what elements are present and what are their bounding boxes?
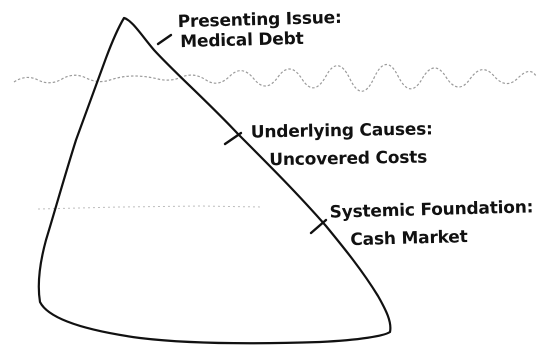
label-systemic-foundation: Systemic Foundation: Cash Market [329, 197, 534, 250]
depth-separator-line [37, 205, 263, 210]
leader-tick-top [156, 33, 173, 46]
label-underlying-causes-detail: Uncovered Costs [269, 147, 428, 171]
label-presenting-issue: Presenting Issue: Medical Debt [178, 8, 343, 52]
label-presenting-issue-detail: Medical Debt [180, 28, 304, 53]
iceberg-outline [37, 16, 392, 345]
water-surface-line [13, 63, 537, 92]
label-underlying-causes-title: Underlying Causes: [250, 119, 433, 143]
label-presenting-issue-title: Presenting Issue: [177, 7, 342, 33]
label-systemic-foundation-title: Systemic Foundation: [329, 197, 534, 223]
label-underlying-causes: Underlying Causes: Uncovered Costs [251, 119, 434, 170]
leader-tick-bot [309, 218, 328, 235]
leader-tick-mid [223, 131, 243, 146]
